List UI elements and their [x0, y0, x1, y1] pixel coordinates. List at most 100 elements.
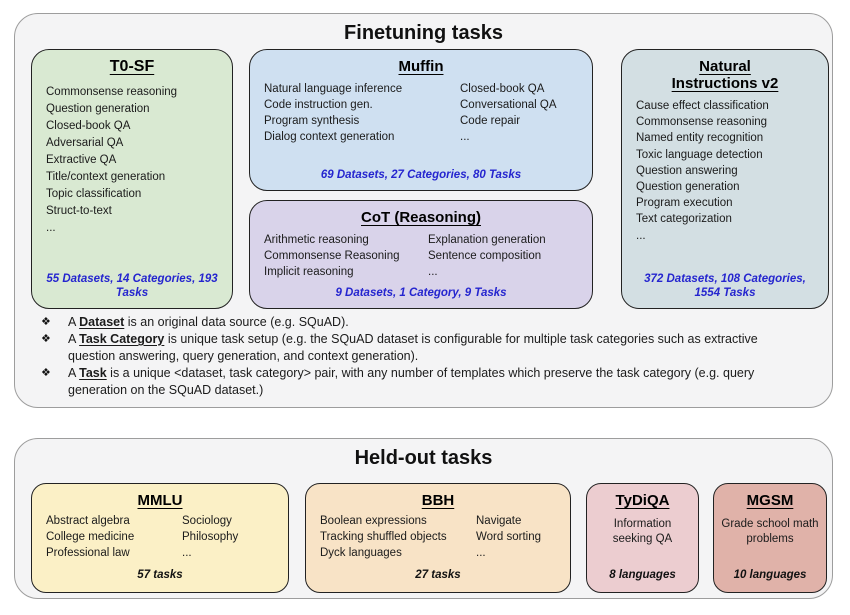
task-item: Commonsense reasoning: [46, 86, 178, 98]
mmlu-stats: 57 tasks: [137, 569, 183, 581]
task-category-definition-bullet: ❖ A Task Category is unique task setup (…: [41, 331, 821, 365]
mmlu-box: MMLU Abstract algebra College medicine P…: [31, 483, 289, 593]
task-item: Word sorting: [476, 531, 541, 543]
definition-term: Task: [79, 366, 107, 380]
task-item: Topic classification: [46, 188, 142, 200]
t0sf-task-list: Commonsense reasoning Question generatio…: [46, 84, 218, 237]
task-item: Abstract algebra: [46, 515, 130, 527]
bbh-stats: 27 tasks: [415, 569, 461, 581]
muffin-column-1: Natural language inference Code instruct…: [264, 81, 460, 145]
definition-prefix: A: [68, 315, 80, 329]
mmlu-column-2: Sociology Philosophy ...: [182, 513, 238, 561]
task-item: Adversarial QA: [46, 137, 124, 149]
task-item: Question answering: [636, 164, 738, 177]
muffin-task-list: Natural language inference Code instruct…: [264, 81, 578, 145]
tydiqa-title: TyDiQA: [615, 492, 670, 509]
t0sf-title: T0-SF: [109, 58, 155, 75]
definition-body: is an original data source (e.g. SQuAD).: [124, 315, 349, 329]
muffin-stats: 69 Datasets, 27 Categories, 80 Tasks: [320, 169, 522, 181]
task-item: Named entity recognition: [636, 132, 764, 145]
ellipsis-item: ...: [46, 222, 56, 234]
niv2-task-list: Cause effect classification Commonsense …: [636, 98, 814, 244]
task-item: Text categorization: [636, 213, 732, 226]
task-item: Cause effect classification: [636, 100, 769, 112]
task-item: Program synthesis: [264, 115, 360, 127]
bbh-column-2: Navigate Word sorting ...: [476, 513, 541, 561]
bbh-task-list: Boolean expressions Tracking shuffled ob…: [320, 513, 556, 561]
task-item: Commonsense Reasoning: [264, 250, 400, 262]
heldout-panel-title: Held-out tasks: [354, 447, 493, 469]
definition-term: Dataset: [79, 315, 125, 329]
definition-body: is unique task setup (e.g. the SQuAD dat…: [68, 332, 758, 363]
bbh-box: BBH Boolean expressions Tracking shuffle…: [305, 483, 571, 593]
task-item: Tracking shuffled objects: [320, 531, 447, 543]
cot-column-1: Arithmetic reasoning Commonsense Reasoni…: [264, 232, 428, 280]
mgsm-box: MGSM Grade school math problems 10 langu…: [713, 483, 827, 593]
task-item: Code instruction gen.: [264, 99, 373, 111]
diamond-bullet-icon: ❖: [41, 316, 51, 328]
diamond-bullet-icon: ❖: [41, 333, 51, 345]
ellipsis-item: ...: [636, 229, 646, 242]
definition-prefix: A: [68, 366, 80, 380]
task-item: Explanation generation: [428, 234, 546, 246]
task-item: Philosophy: [182, 531, 239, 543]
task-definition-text: A Task is a unique <dataset, task catego…: [68, 365, 786, 399]
mmlu-task-list: Abstract algebra College medicine Profes…: [46, 513, 274, 561]
mgsm-title: MGSM: [746, 492, 794, 509]
task-item: Question generation: [46, 103, 150, 115]
task-item: Navigate: [476, 515, 522, 527]
task-item: Closed-book QA: [460, 83, 545, 95]
task-item: Question generation: [636, 181, 740, 194]
mgsm-stats: 10 languages: [733, 569, 807, 581]
definition-term: Task Category: [79, 332, 165, 346]
task-item: Toxic language detection: [636, 148, 763, 161]
task-item: Boolean expressions: [320, 515, 427, 527]
cot-column-2: Explanation generation Sentence composit…: [428, 232, 546, 280]
muffin-title: Muffin: [398, 58, 444, 75]
bbh-column-1: Boolean expressions Tracking shuffled ob…: [320, 513, 476, 561]
niv2-stats: 372 Datasets, 108 Categories, 1554 Tasks: [644, 273, 806, 299]
t0sf-stats: 55 Datasets, 14 Categories, 193 Tasks: [46, 273, 218, 299]
task-item: College medicine: [46, 531, 135, 543]
niv2-title: Natural Instructions v2: [671, 58, 779, 92]
held-out-tasks-panel: Held-out tasks MMLU Abstract algebra Col…: [14, 438, 833, 599]
task-item: Code repair: [460, 115, 521, 127]
diamond-bullet-icon: ❖: [41, 367, 51, 379]
task-item: Arithmetic reasoning: [264, 234, 369, 246]
definition-body: is a unique <dataset, task category> pai…: [68, 366, 755, 397]
task-definition-bullet: ❖ A Task is a unique <dataset, task cate…: [41, 365, 821, 399]
task-item: Commonsense reasoning: [636, 116, 768, 129]
mgsm-description: Grade school math problems: [721, 518, 819, 545]
tydiqa-description: Information seeking QA: [612, 518, 673, 545]
cot-reasoning-box: CoT (Reasoning) Arithmetic reasoning Com…: [249, 200, 593, 309]
tydiqa-box: TyDiQA Information seeking QA 8 language…: [586, 483, 699, 593]
task-item: Dialog context generation: [264, 131, 395, 143]
task-item: Natural language inference: [264, 83, 403, 95]
ellipsis-item: ...: [182, 547, 192, 559]
task-item: Program execution: [636, 197, 733, 210]
task-item: Closed-book QA: [46, 120, 131, 132]
finetuning-tasks-panel: Finetuning tasks T0-SF Commonsense reaso…: [14, 13, 833, 408]
task-item: Implicit reasoning: [264, 266, 354, 278]
dataset-definition-text: A Dataset is an original data source (e.…: [68, 314, 349, 331]
cot-stats: 9 Datasets, 1 Category, 9 Tasks: [335, 287, 507, 299]
muffin-column-2: Closed-book QA Conversational QA Code re…: [460, 81, 557, 145]
task-category-definition-text: A Task Category is unique task setup (e.…: [68, 331, 786, 365]
cot-title: CoT (Reasoning): [361, 209, 481, 226]
tydiqa-stats: 8 languages: [609, 569, 676, 581]
task-item: Dyck languages: [320, 547, 402, 559]
definitions-list: ❖ A Dataset is an original data source (…: [41, 314, 821, 399]
task-item: Sociology: [182, 515, 232, 527]
task-item: Struct-to-text: [46, 205, 112, 217]
muffin-box: Muffin Natural language inference Code i…: [249, 49, 593, 191]
dataset-definition-bullet: ❖ A Dataset is an original data source (…: [41, 314, 821, 331]
finetuning-panel-title: Finetuning tasks: [344, 22, 503, 44]
ellipsis-item: ...: [460, 131, 470, 143]
t0sf-box: T0-SF Commonsense reasoning Question gen…: [31, 49, 233, 309]
task-item: Title/context generation: [46, 171, 166, 183]
ellipsis-item: ...: [476, 547, 486, 559]
mmlu-column-1: Abstract algebra College medicine Profes…: [46, 513, 182, 561]
task-item: Professional law: [46, 547, 130, 559]
natural-instructions-v2-box: Natural Instructions v2 Cause effect cla…: [621, 49, 829, 309]
cot-task-list: Arithmetic reasoning Commonsense Reasoni…: [264, 232, 578, 280]
